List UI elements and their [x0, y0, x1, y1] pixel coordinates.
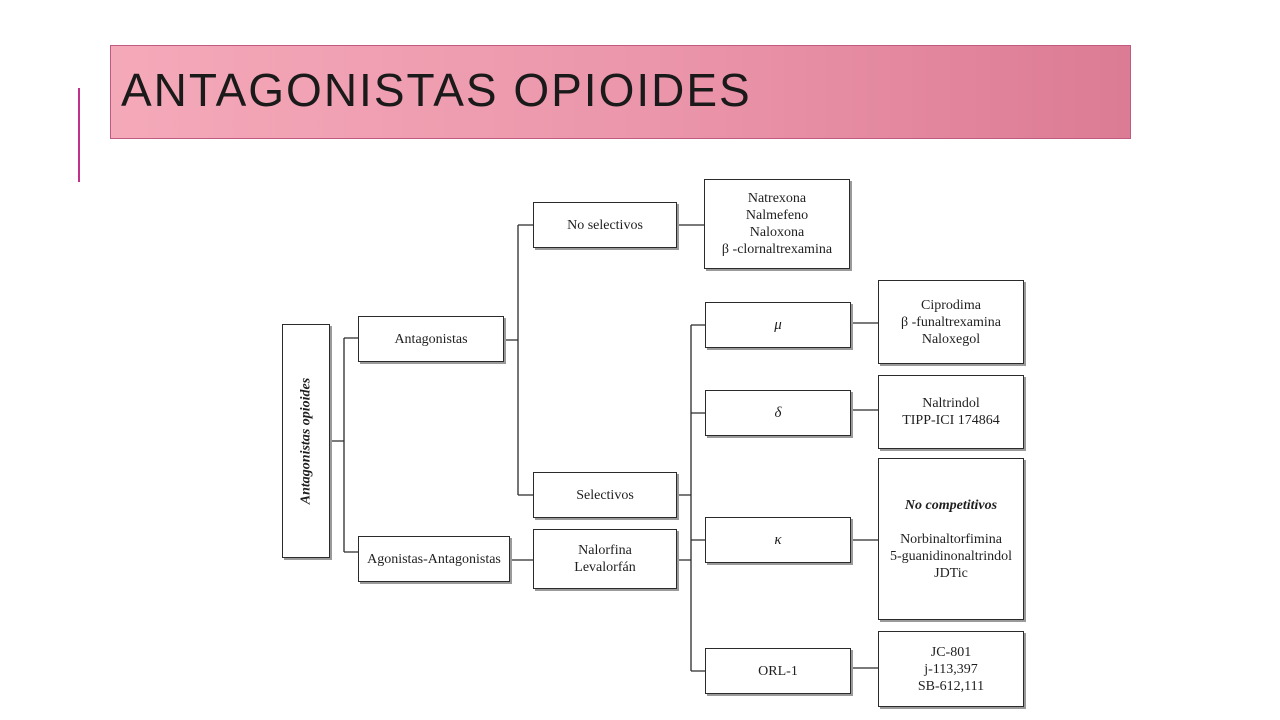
agonistas-antagonistas-drugs-box: Nalorfina Levalorfán	[533, 529, 677, 589]
receptor-kappa-box: κ	[705, 517, 851, 563]
delta-drugs-box: Naltrindol TIPP-ICI 174864	[878, 375, 1024, 449]
receptor-delta-box: δ	[705, 390, 851, 436]
kappa-subheading: No competitivos	[904, 497, 998, 513]
slide-title: ANTAGONISTAS OPIOIDES	[121, 64, 752, 116]
no-selectivos-box: No selectivos	[533, 202, 677, 248]
orl1-drugs-box: JC-801 j-113,397 SB-612,111	[878, 631, 1024, 707]
no-selectivos-drugs-box: Natrexona Nalmefeno Naloxona β -clornalt…	[704, 179, 850, 269]
drug-name: Natrexona	[747, 191, 807, 206]
drug-name: Naloxegol	[921, 331, 981, 347]
drug-name: β -clornaltrexamina	[721, 242, 833, 257]
drug-name: Naltrindol	[922, 396, 980, 411]
antagonistas-box: Antagonistas	[358, 316, 504, 362]
drug-name: Norbinaltorfimina	[900, 531, 1002, 547]
drug-name: Naloxona	[749, 225, 805, 240]
drug-name: Nalorfina	[578, 543, 632, 558]
drug-name: JDTic	[934, 565, 968, 581]
receptor-mu-label: μ	[774, 316, 782, 333]
drug-name: Nalmefeno	[745, 208, 809, 223]
drug-name: β -funaltrexamina	[900, 314, 1002, 330]
agonistas-antagonistas-label: Agonistas-Antagonistas	[367, 551, 501, 567]
title-band	[110, 45, 1131, 139]
receptor-kappa-label: κ	[774, 531, 782, 548]
agonistas-antagonistas-box: Agonistas-Antagonistas	[358, 536, 510, 582]
selectivos-label: Selectivos	[576, 487, 634, 503]
mu-drugs-box: Ciprodima β -funaltrexamina Naloxegol	[878, 280, 1024, 364]
connector-root	[329, 337, 358, 553]
root-box: Antagonistas opioides	[282, 324, 330, 558]
drug-name: Levalorfán	[574, 560, 636, 575]
receptor-orl1-label: ORL-1	[758, 663, 798, 679]
drug-name: TIPP-ICI 174864	[902, 413, 1000, 428]
drug-name: JC-801	[930, 644, 972, 660]
connector-selectivos	[676, 324, 705, 672]
receptor-mu-box: μ	[705, 302, 851, 348]
drug-name: SB-612,111	[917, 678, 985, 694]
kappa-drugs-box: No competitivos Norbinaltorfimina 5-guan…	[878, 458, 1024, 620]
root-label: Antagonistas opioides	[298, 377, 314, 505]
drug-name: j-113,397	[924, 661, 978, 677]
selectivos-box: Selectivos	[533, 472, 677, 518]
antagonistas-label: Antagonistas	[394, 331, 468, 347]
drug-name: 5-guanidinonaltrindol	[889, 548, 1013, 564]
connector-antagonistas	[503, 224, 533, 496]
drug-name: Ciprodima	[921, 297, 981, 313]
no-selectivos-label: No selectivos	[567, 217, 643, 233]
receptor-orl1-box: ORL-1	[705, 648, 851, 694]
accent-bar	[78, 88, 80, 182]
receptor-delta-label: δ	[774, 404, 782, 421]
connector-receptors	[850, 322, 878, 669]
